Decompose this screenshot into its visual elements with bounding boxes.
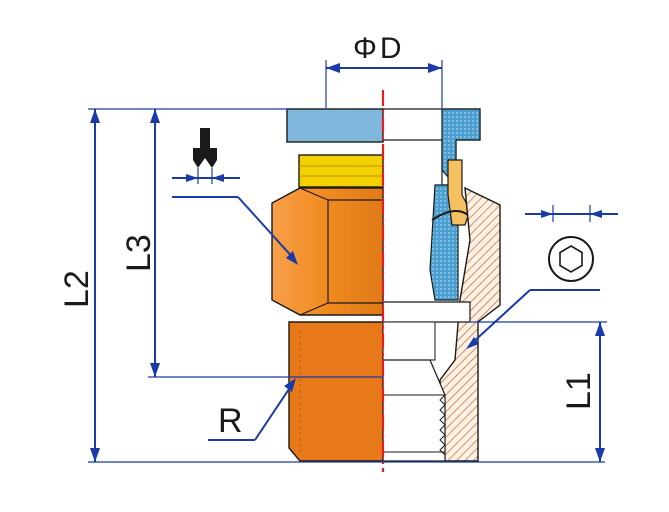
hex-socket-icon	[525, 205, 618, 282]
collet	[298, 154, 384, 188]
thread-teeth	[439, 394, 446, 456]
thread-length-label: L1	[560, 372, 598, 410]
thread-label: R	[218, 402, 243, 440]
thread-section	[288, 321, 384, 462]
dimension-overall-length	[88, 108, 605, 463]
dimension-body-length	[148, 109, 383, 378]
release-ring	[286, 108, 384, 143]
hex-body	[271, 187, 384, 316]
body-section	[382, 186, 501, 462]
section-leader	[466, 289, 600, 349]
spring-wire	[431, 210, 469, 221]
wrench-fork-icon	[172, 128, 240, 184]
thread-leader	[208, 378, 296, 441]
overall-length-label: L2	[58, 270, 96, 308]
body-length-label: L3	[120, 234, 158, 272]
dimension-thread-length	[478, 321, 607, 462]
dimension-diameter	[325, 60, 443, 108]
hex-body-leader	[172, 196, 298, 265]
diameter-label: ΦD	[353, 32, 405, 65]
